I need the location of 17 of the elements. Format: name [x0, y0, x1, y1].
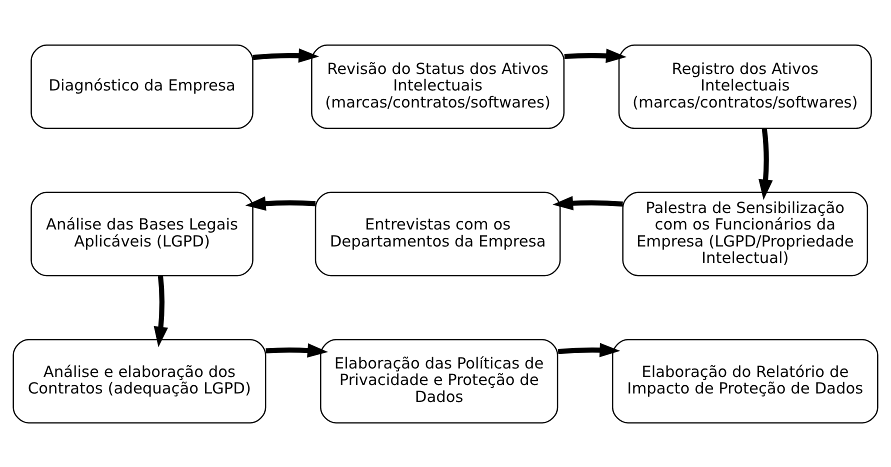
arrow — [564, 48, 627, 62]
arrow — [558, 342, 620, 357]
node-box: Entrevistas com os Departamentos da Empresa — [314, 191, 561, 276]
arrow — [758, 128, 773, 200]
node-box: Análise e elaboração dos Contratos (adequação LGPD) — [12, 338, 266, 424]
node-box: Revisão do Status dos Ativos Intelectuais (marcas/contratos/softwares) — [311, 44, 565, 128]
node-box: Análise das Bases Legais Aplicáveis (LGPD) — [30, 191, 254, 276]
arrow — [252, 48, 320, 62]
node-box: Elaboração das Políticas de Privacidade e Proteção de Dados — [320, 338, 558, 424]
node-box: Diagnóstico da Empresa — [30, 44, 254, 128]
arrow — [266, 342, 328, 358]
arrow — [154, 275, 168, 347]
arrow — [552, 196, 623, 210]
node-box: Elaboração do Relatório de Impacto de Proteção de Dados — [612, 338, 878, 424]
node-box: Registro dos Ativos Intelectuais (marcas/contratos/softwares) — [618, 44, 872, 128]
arrow — [245, 196, 316, 210]
node-box: Palestra de Sensibilização com os Funcionários da Empresa (LGPD/Propriedade Intelectual) — [622, 191, 868, 276]
